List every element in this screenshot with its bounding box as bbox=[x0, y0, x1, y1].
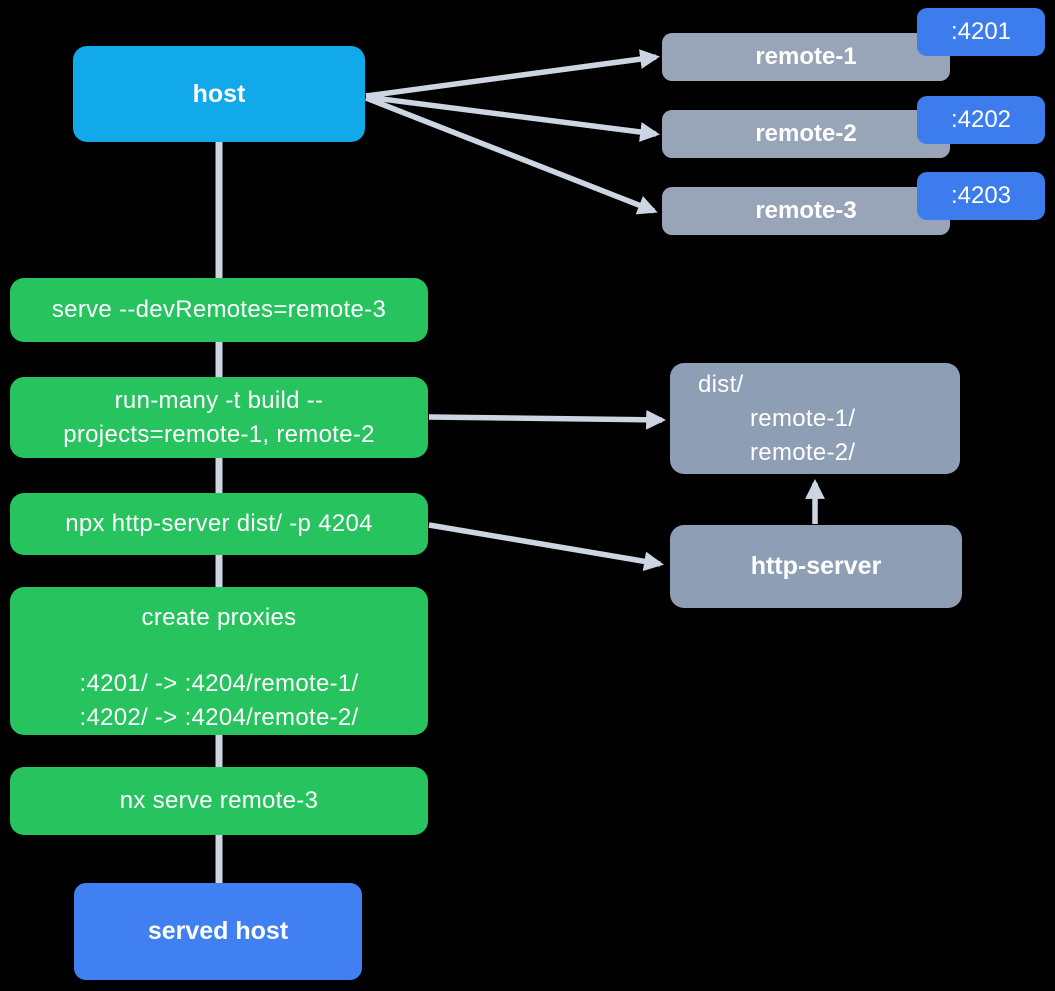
remote-3-label: remote-3 bbox=[755, 197, 857, 224]
remote-2-node: remote-2 bbox=[662, 110, 950, 158]
remote-1-label: remote-1 bbox=[755, 43, 857, 70]
port-badge-4201: :4201 bbox=[917, 8, 1045, 56]
dist-root-label: dist/ bbox=[698, 370, 744, 398]
port-4203-label: :4203 bbox=[950, 182, 1012, 209]
step-nx-serve-remote-3-label: nx serve remote-3 bbox=[119, 787, 319, 814]
served-host-node: served host bbox=[74, 883, 362, 980]
host-label: host bbox=[192, 79, 246, 108]
step-serve-devremotes-label: serve --devRemotes=remote-3 bbox=[51, 296, 387, 323]
step-nx-serve-remote-3: nx serve remote-3 bbox=[10, 767, 428, 835]
step-run-many-build: run-many -t build -- projects=remote-1, … bbox=[10, 377, 428, 458]
step-run-many-build-line-1: run-many -t build -- bbox=[114, 386, 324, 414]
arrow-http-cmd-to-http-server bbox=[428, 522, 664, 572]
step-run-many-build-line-2: projects=remote-1, remote-2 bbox=[63, 420, 375, 448]
port-4202-label: :4202 bbox=[950, 106, 1012, 133]
port-4201-label: :4201 bbox=[950, 18, 1012, 45]
served-host-label: served host bbox=[147, 917, 289, 945]
arrow-host-to-remote-1 bbox=[365, 49, 660, 99]
step-create-proxies-title: create proxies bbox=[141, 604, 297, 631]
remote-1-node: remote-1 bbox=[662, 33, 950, 81]
port-badge-4202: :4202 bbox=[917, 96, 1045, 144]
step-npx-http-server-label: npx http-server dist/ -p 4204 bbox=[65, 510, 373, 537]
dist-child-remote-2: remote-2/ bbox=[750, 438, 856, 466]
port-badge-4203: :4203 bbox=[917, 172, 1045, 220]
http-server-label: http-server bbox=[750, 552, 882, 580]
proxy-mapping-2: :4202/ -> :4204/remote-2/ bbox=[79, 704, 359, 731]
arrow-build-to-dist bbox=[428, 409, 666, 430]
dist-folder-node: dist/ remote-1/ remote-2/ bbox=[670, 363, 960, 474]
remote-3-node: remote-3 bbox=[662, 187, 950, 235]
remote-2-label: remote-2 bbox=[755, 120, 857, 147]
step-serve-devremotes: serve --devRemotes=remote-3 bbox=[10, 278, 428, 342]
host-node: host bbox=[73, 46, 365, 142]
arrow-host-to-remote-3 bbox=[364, 95, 658, 215]
step-npx-http-server: npx http-server dist/ -p 4204 bbox=[10, 493, 428, 555]
proxy-mapping-1: :4201/ -> :4204/remote-1/ bbox=[79, 670, 359, 697]
step-create-proxies: create proxies :4201/ -> :4204/remote-1/… bbox=[10, 587, 428, 735]
dist-child-remote-1: remote-1/ bbox=[750, 404, 856, 432]
http-server-node: http-server bbox=[670, 525, 962, 608]
arrow-host-to-remote-2 bbox=[365, 94, 660, 142]
